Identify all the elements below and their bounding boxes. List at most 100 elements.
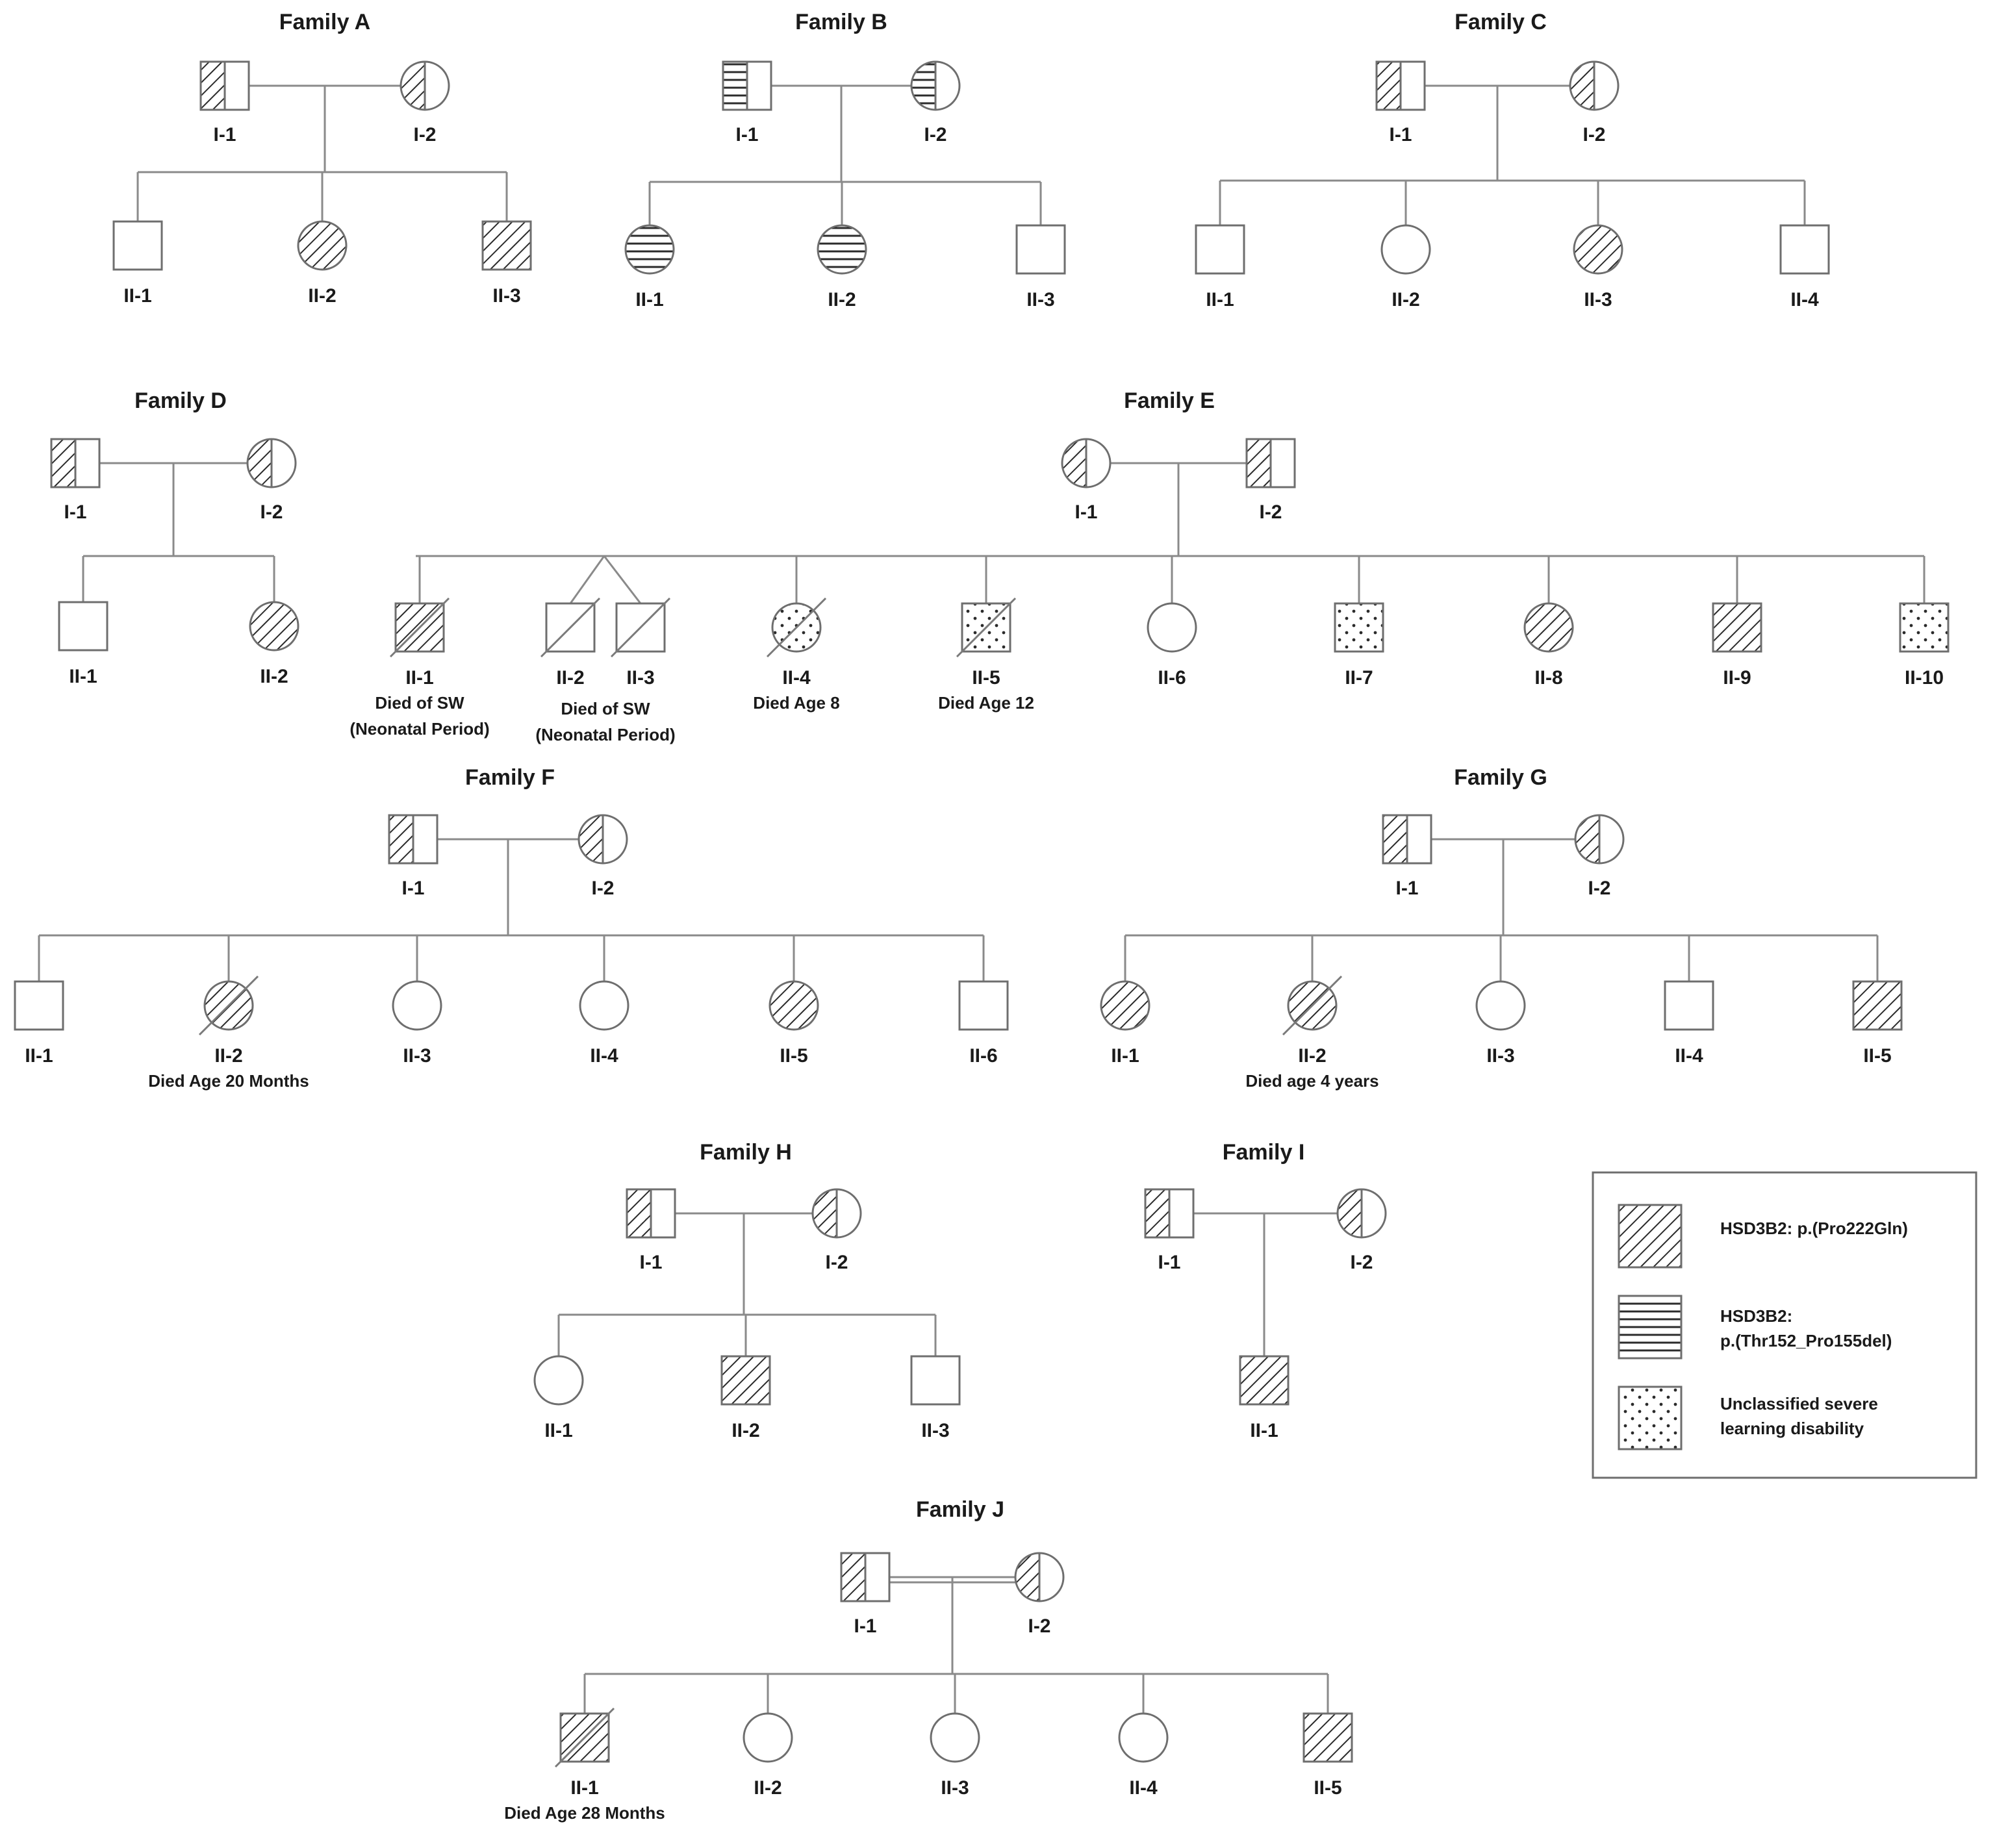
family-d-ii-2-label: II-2 xyxy=(260,666,288,687)
family-j-ii-1-note-0: Died Age 28 Months xyxy=(504,1803,665,1823)
family-h-i-1-label: I-1 xyxy=(639,1252,662,1273)
family-d-i-1-shade xyxy=(51,439,75,487)
family-c-ii-1-symbol xyxy=(1195,224,1245,275)
family-e-i-1-shade xyxy=(1062,439,1086,487)
family-j-title: Family J xyxy=(916,1497,1004,1522)
family-g-i-2-shade xyxy=(1575,815,1599,863)
family-c-ii-1-label: II-1 xyxy=(1206,289,1234,310)
family-f-ii-2-label: II-2 xyxy=(214,1045,242,1067)
family-g-ii-1-label: II-1 xyxy=(1111,1045,1139,1067)
family-c-ii-3-symbol xyxy=(1573,224,1623,275)
family-b-i-1-shade xyxy=(723,62,747,110)
family-g-ii-4-symbol xyxy=(1664,980,1714,1031)
family-f-ii-5-label: II-5 xyxy=(780,1045,807,1067)
family-e-ii-2-deceased-slash xyxy=(540,597,601,658)
family-a-i-1-label: I-1 xyxy=(213,124,236,146)
family-a-ii-2-symbol xyxy=(297,220,348,271)
family-b-ii-2-label: II-2 xyxy=(828,289,856,310)
family-e-ii-2-label: II-2 xyxy=(556,667,584,689)
family-d-ii-2-symbol xyxy=(249,601,299,652)
family-g-i-2-label: I-2 xyxy=(1588,878,1610,899)
family-f-ii-4-symbol xyxy=(579,980,629,1031)
family-a-ii-3-symbol xyxy=(481,220,532,271)
family-e-ii-3-label: II-3 xyxy=(626,667,654,689)
family-f-i-1-label: I-1 xyxy=(401,878,424,899)
family-j-ii-2-label: II-2 xyxy=(754,1777,781,1799)
family-e-ii-3-deceased-slash xyxy=(610,597,671,658)
family-e-ii-1-label: II-1 xyxy=(405,667,433,689)
family-f-ii-2-deceased-slash xyxy=(198,975,259,1036)
family-g-title: Family G xyxy=(1454,765,1547,790)
family-h-title: Family H xyxy=(700,1140,792,1165)
family-i-i-1-shade xyxy=(1145,1189,1169,1237)
family-i-i-2-shade xyxy=(1338,1189,1362,1237)
family-f-ii-1-symbol xyxy=(14,980,64,1031)
family-c-i-2-label: I-2 xyxy=(1582,124,1605,146)
family-h-ii-2-label: II-2 xyxy=(731,1420,759,1441)
family-f-i-1-shade xyxy=(389,815,413,863)
family-b-ii-1-label: II-1 xyxy=(635,289,663,310)
family-f-ii-6-symbol xyxy=(958,980,1009,1031)
family-a-ii-1-symbol xyxy=(112,220,163,271)
family-e-ii-10-label: II-10 xyxy=(1905,667,1944,689)
family-g-ii-5-label: II-5 xyxy=(1863,1045,1891,1067)
family-d-i-2-shade xyxy=(248,439,272,487)
family-d-title: Family D xyxy=(134,388,227,413)
family-b-ii-3-symbol xyxy=(1015,224,1066,275)
family-e-ii-4-deceased-slash xyxy=(766,597,827,658)
family-g-ii-3-symbol xyxy=(1475,980,1526,1031)
family-j-i-1-label: I-1 xyxy=(854,1615,876,1637)
family-c-i-2-shade xyxy=(1570,62,1594,110)
legend-entry-dots: Unclassified severe learning disability xyxy=(1618,1386,1878,1450)
family-b-i-2-shade xyxy=(911,62,935,110)
family-c-ii-4-label: II-4 xyxy=(1790,289,1819,310)
family-c-ii-2-symbol xyxy=(1380,224,1431,275)
family-e-twins-note-0: Died of SW xyxy=(561,699,650,718)
legend-entry-diag: HSD3B2: p.(Pro222Gln) xyxy=(1618,1204,1908,1269)
family-h-i-2-label: I-2 xyxy=(825,1252,848,1273)
family-d-ii-1-label: II-1 xyxy=(69,666,97,687)
family-f-ii-2-note-0: Died Age 20 Months xyxy=(148,1071,309,1091)
family-d-ii-1-symbol xyxy=(58,601,108,652)
family-b-i-2-label: I-2 xyxy=(924,124,947,146)
family-j-ii-5-label: II-5 xyxy=(1314,1777,1341,1799)
family-e-ii-4-label: II-4 xyxy=(782,667,811,689)
family-a-title: Family A xyxy=(279,10,370,34)
family-a-i-2-shade xyxy=(401,62,425,110)
family-d-i-2-label: I-2 xyxy=(260,501,283,523)
family-e-ii-5-label: II-5 xyxy=(972,667,1000,689)
family-f-ii-5-symbol xyxy=(769,980,819,1031)
family-h-ii-2-symbol xyxy=(720,1355,771,1406)
family-e-ii-7-symbol xyxy=(1334,602,1384,653)
family-j-ii-2-symbol xyxy=(743,1712,793,1763)
family-j-ii-4-symbol xyxy=(1118,1712,1169,1763)
family-c-ii-4-symbol xyxy=(1779,224,1830,275)
family-e-ii-9-label: II-9 xyxy=(1723,667,1751,689)
family-g-ii-2-deceased-slash xyxy=(1282,975,1343,1036)
legend-swatch-diag xyxy=(1618,1204,1683,1269)
family-g-i-1-shade xyxy=(1383,815,1407,863)
family-i-ii-1-label: II-1 xyxy=(1250,1420,1278,1441)
family-e-ii-6-symbol xyxy=(1147,602,1197,653)
family-h-i-1-shade xyxy=(627,1189,651,1237)
family-i-i-2-label: I-2 xyxy=(1350,1252,1373,1273)
family-c-title: Family C xyxy=(1455,10,1547,34)
family-b-title: Family B xyxy=(795,10,887,34)
family-a-ii-2-label: II-2 xyxy=(308,285,336,307)
family-c-ii-3-label: II-3 xyxy=(1584,289,1612,310)
family-e-twins-note-1: (Neonatal Period) xyxy=(535,725,675,744)
legend-swatch-horiz xyxy=(1618,1295,1683,1360)
family-b-ii-3-label: II-3 xyxy=(1026,289,1054,310)
family-c-i-1-label: I-1 xyxy=(1389,124,1412,146)
family-e-ii-1-note-0: Died of SW xyxy=(375,693,464,713)
family-a-ii-1-label: II-1 xyxy=(123,285,151,307)
family-b-i-1-label: I-1 xyxy=(735,124,758,146)
